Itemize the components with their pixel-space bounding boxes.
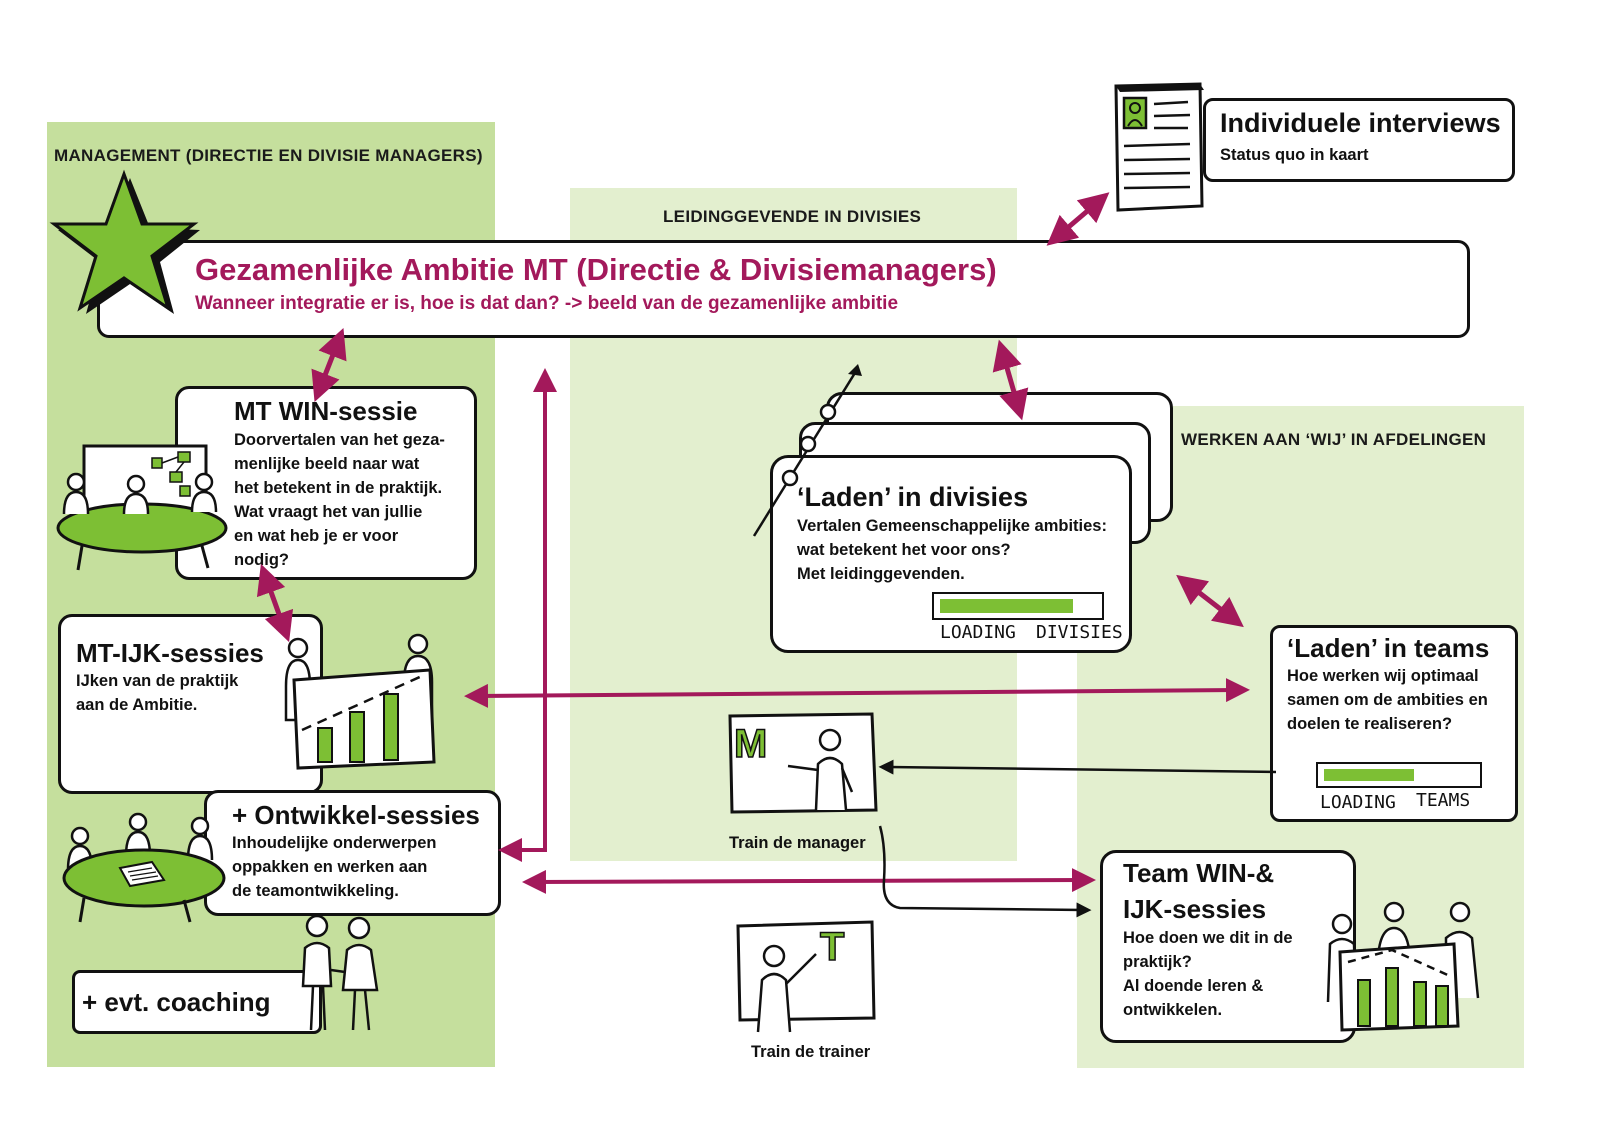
mt-win-text: Doorvertalen van het geza- menlijke beel…: [234, 431, 445, 569]
arrow-interviews-ambitie: [1046, 192, 1110, 246]
laden-teams-progress-fill: [1324, 769, 1414, 781]
laden-divisies-progress-fill: [940, 599, 1073, 613]
ontwikkel-card: [204, 790, 501, 916]
zone-leidinggevende-label: LEIDINGGEVENDE IN DIVISIES: [663, 207, 922, 226]
team-win-text: Hoe doen we dit in de praktijk? Al doend…: [1123, 929, 1293, 1019]
arrow-teams-train-manager: [878, 759, 1277, 775]
arrow-ontwikkel-team-win: [522, 868, 1096, 894]
laden-teams-loading-label: LOADING: [1320, 792, 1396, 813]
coaching-title: + evt. coaching: [82, 987, 271, 1017]
interviews-card: [1203, 98, 1515, 182]
train-trainer-illustration: [736, 920, 876, 1033]
ambitie-title: Gezamenlijke Ambitie MT (Directie & Divi…: [195, 252, 997, 287]
ontwikkel-title: + Ontwikkel-sessies: [232, 800, 480, 830]
laden-divisies-section-label: DIVISIES: [1036, 622, 1123, 643]
round-table-illustration: [62, 812, 226, 923]
coaching-card: [72, 970, 322, 1034]
team-win-card: [1100, 850, 1356, 1043]
zone-management-label: MANAGEMENT (DIRECTIE EN DIVISIE MANAGERS…: [54, 146, 483, 165]
train-manager-caption: Train de manager: [729, 834, 866, 852]
ontwikkel-text: Inhoudelijke onderwerpen oppakken en wer…: [232, 834, 437, 900]
train-manager-illustration: [728, 712, 878, 814]
arrow-divisies-teams: [1176, 574, 1244, 628]
laden-teams-section-label: TEAMS: [1416, 790, 1471, 811]
laden-divisies-progress-bar: [932, 592, 1104, 620]
laden-divisies-text: Vertalen Gemeenschappelijke ambities: wa…: [797, 517, 1107, 583]
star-icon: [49, 169, 200, 314]
interviews-title: Individuele interviews: [1220, 108, 1501, 138]
two-people-icon: [301, 914, 379, 1031]
team-chart-illustration: [1326, 901, 1480, 1032]
meeting-table-illustration: [56, 444, 228, 571]
laden-teams-text: Hoe werken wij optimaal samen om de ambi…: [1287, 667, 1488, 733]
arrow-ambitie-mt-win: [311, 328, 347, 402]
ambitie-banner: [97, 240, 1470, 338]
laden-teams-card: [1270, 625, 1518, 822]
arrow-ijk-laden-teams: [464, 678, 1250, 708]
mt-ijk-text: IJken van de praktijk aan de Ambitie.: [76, 672, 239, 714]
laden-divisies-title: ‘Laden’ in divisies: [797, 482, 1029, 512]
mt-ijk-title: MT-IJK-sessies: [76, 638, 264, 668]
mt-win-card: [175, 386, 477, 580]
zone-werken-label: WERKEN AAN ‘WIJ’ IN AFDELINGEN: [1181, 430, 1487, 449]
laden-divisies-loading-label: LOADING: [940, 622, 1016, 643]
laden-teams-progress-bar: [1316, 762, 1482, 788]
mt-ijk-card: [58, 614, 323, 794]
arrow-ambitie-laden-divisies: [992, 339, 1029, 421]
interview-document-icon: [1114, 82, 1204, 212]
bar-chart-presenters-illustration: [284, 633, 436, 770]
wand-arrow-icon: [752, 364, 862, 537]
interviews-subtitle: Status quo in kaart: [1220, 146, 1369, 164]
team-win-title-line2: IJK-sessies: [1123, 894, 1267, 924]
arrow-train-manager-team-win: [878, 825, 1092, 918]
laden-divisies-card: [770, 455, 1132, 653]
arrow-vertical-main: [498, 368, 557, 862]
train-trainer-caption: Train de trainer: [751, 1043, 871, 1061]
train-trainer-letter: T: [819, 924, 845, 970]
ambitie-subtitle: Wanneer integratie er is, hoe is dat dan…: [195, 293, 899, 314]
train-manager-letter: M: [733, 721, 768, 767]
team-win-title-line1: Team WIN-&: [1123, 858, 1275, 888]
laden-teams-title: ‘Laden’ in teams: [1287, 633, 1490, 663]
arrow-mt-win-mt-ijk: [256, 563, 294, 643]
